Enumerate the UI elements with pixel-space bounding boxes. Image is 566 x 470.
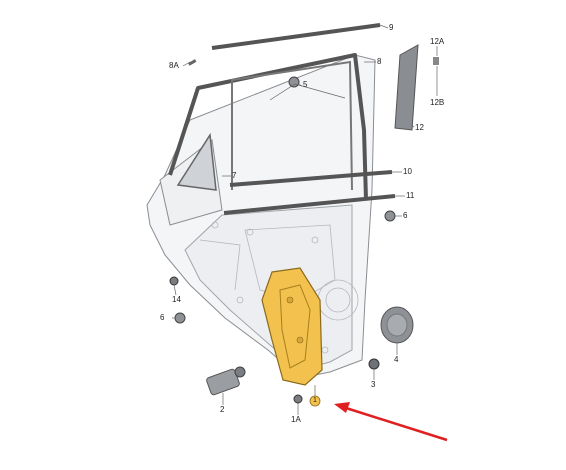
window-channel-10: [229, 170, 393, 187]
callout-12a: 12A: [430, 37, 445, 46]
callout-12b: 12B: [430, 98, 445, 107]
callout-10: 10: [403, 167, 412, 176]
screw-1a: [293, 394, 303, 404]
window-regulator-1: [261, 267, 323, 386]
grommet-6-right: [384, 210, 396, 222]
callout-6-left: 6: [160, 313, 165, 322]
part-8a: [188, 59, 197, 66]
callout-1-marker: [309, 395, 321, 407]
callout-3: 3: [371, 380, 376, 389]
nut-3: [368, 358, 380, 370]
bolt-14: [169, 276, 179, 286]
grommet-6-left: [174, 312, 186, 324]
callout-8a: 8A: [169, 61, 179, 70]
callout-14: 14: [172, 295, 181, 304]
window-frame-8: [168, 53, 368, 201]
callout-8: 8: [377, 57, 382, 66]
belt-strip-11: [223, 194, 396, 215]
callout-4: 4: [394, 355, 399, 364]
callout-6-right: 6: [403, 211, 408, 220]
callout-2: 2: [220, 405, 225, 414]
quarter-glass: [176, 132, 217, 191]
motor-2: [206, 366, 246, 396]
callout-7: 7: [232, 171, 237, 180]
callout-9: 9: [389, 23, 394, 32]
grommet-6-top: [288, 76, 300, 88]
door-shell: [146, 54, 376, 379]
callout-5: 5: [303, 80, 308, 89]
callout-12: 12: [415, 123, 424, 132]
seal-strip-9: [211, 23, 381, 50]
trim-12: [394, 44, 419, 131]
leader-lines: [172, 24, 438, 415]
callout-1: 1: [313, 397, 317, 404]
speaker-4: [380, 306, 414, 344]
callout-1a: 1A: [291, 415, 301, 424]
pointer-arrow: [334, 402, 448, 442]
clip-12a: [433, 57, 439, 65]
window-frame-inner: [231, 60, 353, 191]
callout-11: 11: [406, 191, 415, 200]
